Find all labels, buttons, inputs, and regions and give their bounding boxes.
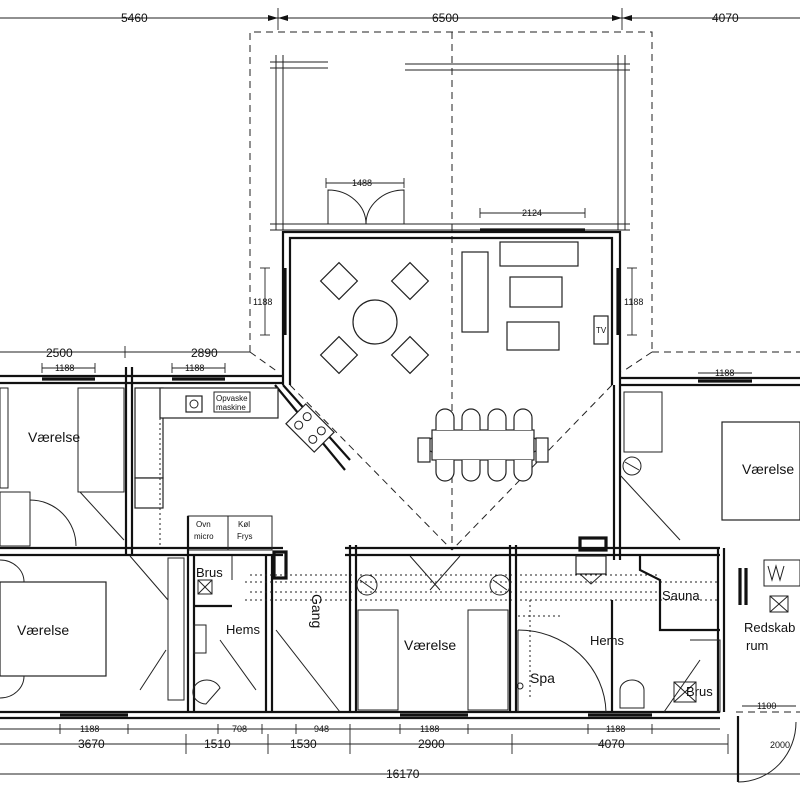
dim-bottom-seg-4: 2900 xyxy=(418,737,445,751)
entrance: 1100 2000 xyxy=(736,701,800,783)
dim-left-wing-b: 2890 xyxy=(191,346,218,360)
label-opvask-1: Opvaske xyxy=(216,394,248,403)
window-top-dimension: 2124 xyxy=(479,208,586,232)
room-hems-left: Hems xyxy=(226,622,260,637)
dim-bottom-window-1: 1188 xyxy=(80,724,99,734)
bottom-dimensions: 1188 708 948 1188 1188 3670 1510 1530 29… xyxy=(0,713,800,781)
dim-bottom-total: 16170 xyxy=(386,767,420,781)
dim-bottom-seg-5: 4070 xyxy=(598,737,625,751)
dim-window-left-2: 1188 xyxy=(185,363,204,373)
room-vaerelse-bottom-left: Værelse xyxy=(17,622,69,638)
room-gang: Gang xyxy=(309,594,325,628)
terrace-pergola xyxy=(270,55,630,231)
kitchen: Opvaske maskine xyxy=(134,387,335,548)
dim-top-left: 5460 xyxy=(121,11,148,25)
bedroom-bottom-left xyxy=(0,555,185,701)
dim-bottom-window-4: 1188 xyxy=(420,724,439,734)
left-wing-walls xyxy=(0,367,351,557)
dim-window-right-wing: 1188 xyxy=(715,368,734,378)
living-room-walls xyxy=(281,230,622,385)
dim-window-left-1: 1188 xyxy=(55,363,74,373)
right-wing: 1188 xyxy=(612,368,800,560)
room-sauna: Sauna xyxy=(662,588,700,603)
spa-room xyxy=(516,600,614,713)
room-vaerelse-middle: Værelse xyxy=(404,637,456,653)
left-wing-dimensions: 2500 2890 1188 1188 xyxy=(0,346,250,373)
living-room-side-windows: 1188 1188 xyxy=(253,267,643,336)
dim-top-right: 4070 xyxy=(712,11,739,25)
dim-bottom-seg-3: 1530 xyxy=(290,737,317,751)
room-redskabsrum-1: Redskab xyxy=(744,620,795,635)
room-hems-right: Hems xyxy=(590,633,624,648)
lounge-furniture xyxy=(319,261,430,375)
dim-entrance-width: 1100 xyxy=(757,701,776,711)
dim-bottom-window-5: 1188 xyxy=(606,724,625,734)
label-opvask-2: maskine xyxy=(216,403,246,412)
label-frys: Frys xyxy=(237,532,253,541)
dim-window-left-side: 1188 xyxy=(253,297,272,307)
dim-top-middle: 6500 xyxy=(432,11,459,25)
label-kol: Køl xyxy=(238,520,250,529)
dim-window-top: 2124 xyxy=(522,208,542,218)
sofa-area: TV xyxy=(461,241,609,351)
tv-label: TV xyxy=(596,326,607,335)
dim-entrance-depth: 2000 xyxy=(770,740,790,750)
top-dimension-line: 5460 6500 4070 xyxy=(0,8,800,30)
room-brus-right: Brus xyxy=(686,684,713,699)
label-ovn: Ovn xyxy=(196,520,211,529)
dim-door: 1488 xyxy=(352,178,372,188)
dim-left-wing-a: 2500 xyxy=(46,346,73,360)
sauna-block xyxy=(575,536,748,713)
gang-area: Gang xyxy=(275,594,341,713)
terrace-door: 1488 xyxy=(325,178,405,225)
room-spa: Spa xyxy=(530,670,555,686)
dim-bottom-seg-1: 3670 xyxy=(78,737,105,751)
dim-bottom-window-3: 948 xyxy=(314,724,329,734)
dim-window-right-side: 1188 xyxy=(624,297,643,307)
dim-bottom-seg-2: 1510 xyxy=(204,737,231,751)
label-micro: micro xyxy=(194,532,214,541)
bedroom-top-left-fixtures xyxy=(0,387,125,547)
room-vaerelse-right: Værelse xyxy=(742,461,794,477)
bedroom-middle xyxy=(348,545,518,712)
dining-table xyxy=(417,408,549,482)
bath-left: Ovn micro Køl Frys xyxy=(186,515,288,712)
dim-bottom-window-2: 708 xyxy=(232,724,247,734)
room-vaerelse-top-left: Værelse xyxy=(28,429,80,445)
roof-outline xyxy=(0,31,800,551)
corridor-walls xyxy=(0,546,720,720)
room-brus-left: Brus xyxy=(196,565,223,580)
redskabsrum xyxy=(763,559,800,613)
room-redskabsrum-2: rum xyxy=(746,638,768,653)
